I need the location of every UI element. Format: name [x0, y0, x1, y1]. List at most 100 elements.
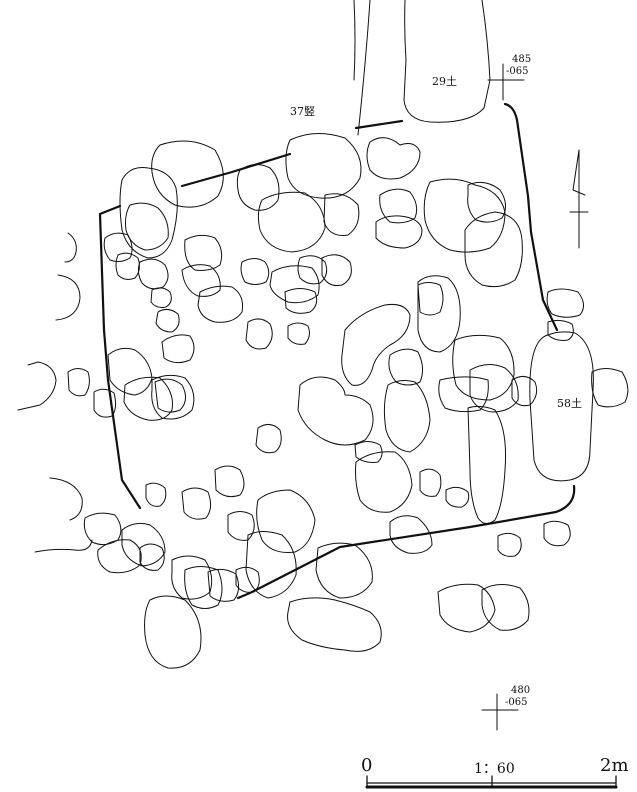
stone [445, 486, 470, 508]
stone [115, 252, 140, 280]
arc [64, 232, 77, 263]
feature-29-label: 29土 [432, 75, 457, 88]
stone [417, 275, 461, 353]
stone [137, 258, 169, 290]
stone [161, 334, 195, 364]
arc [49, 477, 83, 521]
stone [383, 380, 431, 453]
stone [497, 532, 522, 557]
stone [245, 318, 273, 350]
stone [354, 441, 383, 463]
stone [481, 584, 530, 631]
feature-58-label: 58土 [557, 397, 582, 410]
stone [184, 234, 223, 271]
scale-bar [365, 775, 618, 789]
stone [197, 285, 243, 323]
stone [184, 566, 223, 609]
stone [285, 133, 362, 199]
stones [67, 133, 629, 669]
stone [591, 368, 629, 408]
stone [255, 424, 282, 454]
stone [150, 287, 172, 308]
stone [297, 255, 328, 285]
stone [181, 487, 212, 520]
stone [227, 511, 255, 541]
stone [67, 368, 90, 397]
stone [419, 468, 442, 497]
grid-point-label-top-line2: -065 [506, 66, 529, 77]
scale-ratio-label: 1：60 [474, 761, 515, 777]
stone [151, 374, 195, 420]
stone [297, 376, 374, 446]
stone [235, 566, 260, 593]
stone [123, 376, 173, 421]
stone [417, 282, 444, 316]
stone [287, 597, 382, 652]
stone [287, 322, 310, 345]
pit-29-outline [403, 0, 491, 123]
stone [119, 167, 178, 259]
ditch-line-left [357, 0, 371, 136]
grid-point-label-bottom-line1: 480 [511, 685, 531, 696]
stone [103, 232, 133, 263]
stone [240, 258, 270, 285]
stone [256, 489, 316, 553]
pit-58-outline [529, 331, 594, 482]
stone [323, 193, 360, 236]
pit-outline [98, 102, 576, 600]
feature-37-label: 37竪 [290, 105, 315, 118]
north-arrow-icon [569, 149, 589, 249]
stone [214, 465, 245, 498]
stone [452, 334, 515, 401]
scale-end-label: 2m [600, 755, 629, 776]
stone [144, 595, 202, 669]
stone [154, 378, 186, 413]
stone [107, 347, 153, 396]
stone [388, 348, 424, 386]
stone [121, 522, 166, 567]
stone [389, 515, 433, 554]
outer-arcs [17, 232, 93, 553]
stone [423, 178, 506, 253]
stone [207, 568, 240, 602]
stone [341, 304, 411, 386]
grid-point-label-top-line1: 485 [512, 54, 532, 65]
stone [437, 583, 496, 633]
stone [155, 308, 180, 333]
stone [145, 482, 167, 507]
arc [55, 274, 81, 321]
stone [171, 555, 213, 600]
stone [379, 188, 418, 224]
stone [83, 512, 122, 546]
stone [469, 364, 519, 413]
stone [284, 288, 318, 314]
stone [438, 376, 489, 413]
stone [375, 215, 423, 249]
stone [245, 531, 297, 599]
stone [151, 140, 224, 208]
stone [139, 543, 165, 571]
stone [467, 181, 506, 223]
stone [181, 264, 221, 297]
stone [236, 164, 280, 211]
stone [543, 520, 571, 547]
stone [464, 211, 523, 288]
stone [467, 405, 506, 524]
stone [511, 376, 538, 407]
arc [17, 361, 57, 411]
stone [257, 191, 326, 253]
stone [546, 288, 584, 318]
stone [355, 451, 413, 513]
stone [315, 542, 373, 599]
stone [366, 137, 421, 180]
stone [547, 319, 574, 341]
arc [34, 539, 93, 553]
stone [125, 202, 169, 251]
stone [93, 388, 117, 418]
ditch-line-right [353, 0, 356, 81]
stone [321, 254, 352, 286]
grid-point-label-bottom-line2: -065 [505, 697, 528, 708]
scale-start-label: 0 [361, 755, 373, 776]
stone [269, 265, 320, 304]
